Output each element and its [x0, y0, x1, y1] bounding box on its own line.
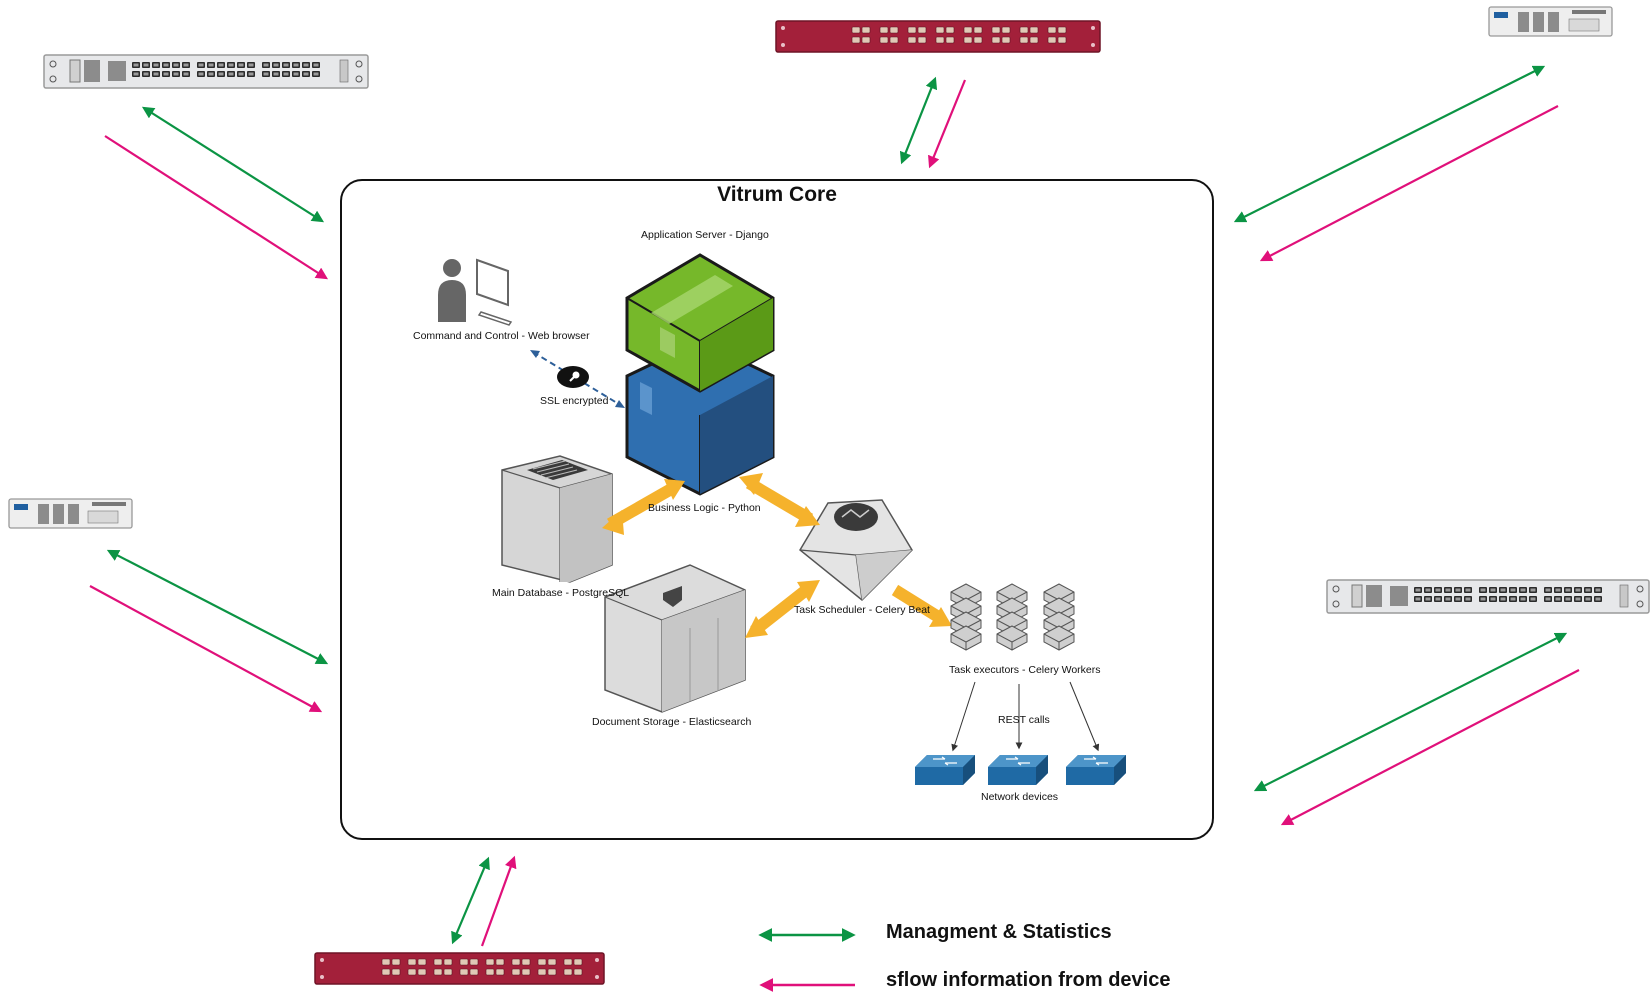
mgmt-arrow-top-center [899, 76, 938, 165]
network-switch-top-left [43, 54, 369, 89]
flow-arrow-scheduler-to-workers [891, 584, 952, 627]
network-switch-right-middle [1326, 579, 1650, 614]
label-main-db: Main Database - PostgreSQL [492, 587, 630, 599]
label-app-server: Application Server - Django [641, 229, 769, 241]
sflow-arrow-left-middle [89, 585, 323, 713]
flow-arrow-app-to-scheduler [739, 473, 820, 527]
label-ssl: SSL encrypted [540, 395, 609, 407]
mgmt-arrow-top-left [141, 106, 325, 223]
core-title: Vitrum Core [717, 183, 837, 206]
appliance-left-middle [8, 498, 133, 529]
flow-arrow-db-to-app [602, 479, 685, 535]
lock-icon [557, 366, 589, 388]
legend-management-label: Managment & Statistics [886, 921, 1112, 943]
task-scheduler-icon [799, 499, 913, 602]
patch-panel-bottom-left [314, 952, 605, 985]
mgmt-arrow-left-middle [106, 549, 329, 665]
appliance-top-right [1488, 6, 1613, 37]
label-task-scheduler: Task Scheduler - Celery Beat [794, 604, 930, 616]
rest-arrow-right [1069, 681, 1100, 752]
sflow-arrow-top-right [1259, 105, 1559, 262]
rest-arrow-left [951, 681, 976, 752]
label-task-executors: Task executors - Celery Workers [949, 664, 1101, 676]
sflow-arrow-top-center [928, 79, 967, 169]
sflow-arrow-top-left [104, 135, 329, 280]
user-computer-icon [438, 258, 513, 326]
legend-sflow-label: sflow information from device [886, 969, 1171, 991]
patch-panel-top-center [775, 20, 1101, 53]
mgmt-arrow-top-right [1233, 65, 1546, 223]
flow-arrow-storage-to-scheduler [745, 580, 820, 638]
sflow-arrow-bottom [480, 855, 517, 947]
mgmt-arrow-bottom [451, 856, 490, 945]
label-doc-storage: Document Storage - Elasticsearch [592, 716, 752, 728]
label-rest-calls: REST calls [998, 714, 1050, 726]
document-storage-icon [604, 564, 746, 713]
label-network-devices: Network devices [981, 791, 1059, 803]
main-database-icon [501, 455, 613, 583]
sflow-arrow-right-middle [1280, 669, 1580, 826]
label-command-control: Command and Control - Web browser [413, 330, 590, 342]
application-server-icon [625, 253, 775, 496]
vitrum-core-container [340, 179, 1214, 840]
label-business-logic: Business Logic - Python [648, 502, 761, 514]
mgmt-arrow-right-middle [1253, 632, 1568, 792]
